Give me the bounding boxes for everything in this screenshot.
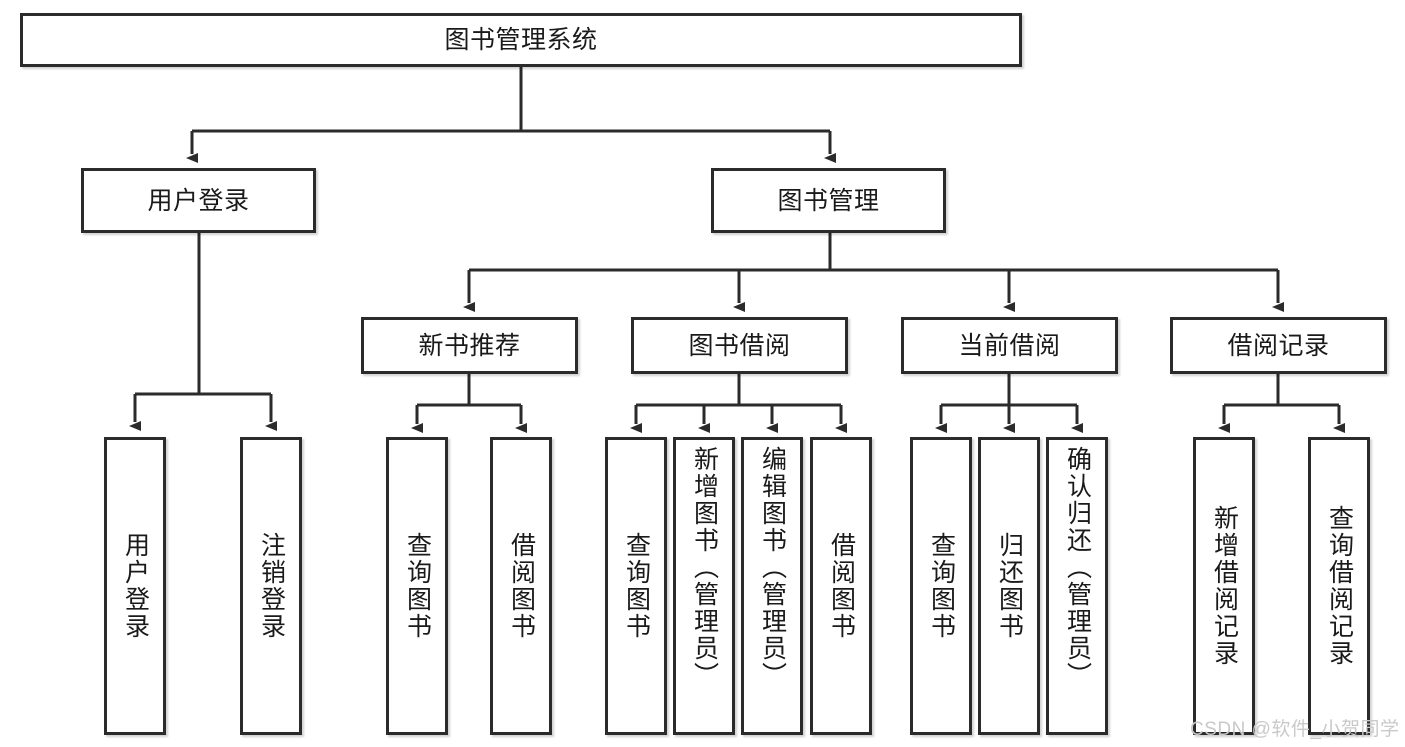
node-book-management[interactable]: 图书管理: [711, 168, 946, 233]
node-leaf-return-book[interactable]: 归还图书: [978, 437, 1040, 735]
node-label: 新书推荐: [418, 331, 521, 360]
node-label: 图书借阅: [688, 331, 791, 360]
node-label: 确认归还（管理员）: [1063, 446, 1092, 689]
node-leaf-logout-login[interactable]: 注销登录: [240, 437, 302, 735]
node-label: 新增借阅记录: [1210, 505, 1239, 667]
node-label: 借阅记录: [1227, 331, 1330, 360]
node-label: 用户登录: [147, 186, 250, 215]
node-root-system[interactable]: 图书管理系统: [20, 13, 1022, 67]
csdn-watermark: CSDN @软件_小贺同学: [1190, 719, 1400, 740]
node-borrow-record[interactable]: 借阅记录: [1170, 317, 1387, 374]
node-label: 图书管理系统: [444, 26, 598, 54]
node-book-borrow[interactable]: 图书借阅: [631, 317, 848, 374]
node-label: 注销登录: [257, 532, 286, 640]
node-label: 归还图书: [995, 532, 1024, 640]
node-label: 当前借阅: [958, 331, 1061, 360]
node-label: 用户登录: [121, 532, 150, 640]
node-leaf-confirm-return[interactable]: 确认归还（管理员）: [1046, 437, 1108, 735]
node-label: 查询借阅记录: [1325, 505, 1354, 667]
node-label: 查询图书: [927, 532, 956, 640]
node-leaf-user-login[interactable]: 用户登录: [104, 437, 166, 735]
node-label: 查询图书: [403, 532, 432, 640]
node-leaf-query-book-1[interactable]: 查询图书: [386, 437, 448, 735]
node-label: 借阅图书: [507, 532, 536, 640]
node-leaf-query-book-3[interactable]: 查询图书: [910, 437, 972, 735]
node-label: 新增图书（管理员）: [690, 446, 719, 689]
node-leaf-borrow-book-1[interactable]: 借阅图书: [490, 437, 552, 735]
node-new-book-recommend[interactable]: 新书推荐: [361, 317, 578, 374]
node-current-borrow[interactable]: 当前借阅: [901, 317, 1118, 374]
node-leaf-borrow-book-2[interactable]: 借阅图书: [810, 437, 872, 735]
node-label: 查询图书: [622, 532, 651, 640]
node-leaf-add-record[interactable]: 新增借阅记录: [1193, 437, 1255, 735]
node-user-login[interactable]: 用户登录: [81, 168, 316, 233]
node-leaf-query-book-2[interactable]: 查询图书: [605, 437, 667, 735]
node-label: 图书管理: [777, 186, 880, 215]
node-label: 借阅图书: [827, 532, 856, 640]
node-leaf-edit-book[interactable]: 编辑图书（管理员）: [741, 437, 803, 735]
node-leaf-query-record[interactable]: 查询借阅记录: [1308, 437, 1370, 735]
node-label: 编辑图书（管理员）: [758, 446, 787, 689]
node-leaf-add-book[interactable]: 新增图书（管理员）: [673, 437, 735, 735]
